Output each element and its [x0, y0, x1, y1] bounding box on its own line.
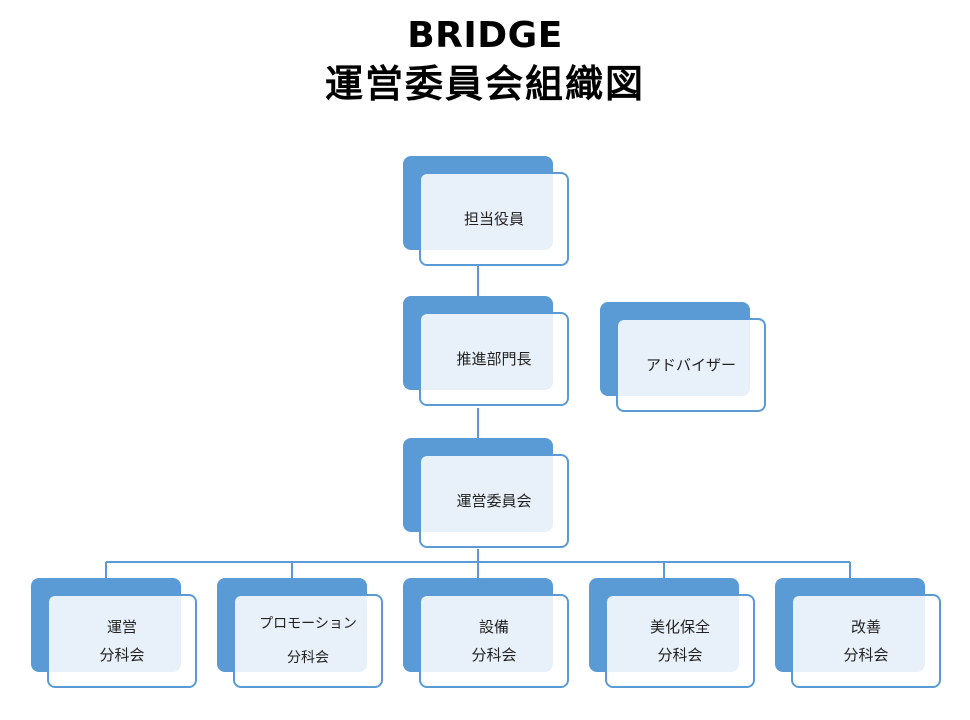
node-box: プロモーション 分科会 — [233, 594, 383, 688]
node-box: 担当役員 — [419, 172, 569, 266]
node-label-line2: 分科会 — [843, 646, 889, 664]
node-label-line1: 美化保全 — [649, 618, 710, 636]
node-box: 推進部門長 — [419, 312, 569, 406]
node-box: 運営委員会 — [419, 454, 569, 548]
node-box: 美化保全 分科会 — [605, 594, 755, 688]
node-box: 運営 分科会 — [47, 594, 197, 688]
node-label-line2: 分科会 — [657, 646, 703, 664]
node-box: 設備 分科会 — [419, 594, 569, 688]
node-box: 改善 分科会 — [791, 594, 941, 688]
node-label-line1: 設備 — [478, 618, 509, 636]
node-label-line2: 分科会 — [471, 646, 517, 664]
node-label: 担当役員 — [463, 210, 524, 228]
chart-title-line1: BRIDGE — [407, 15, 563, 56]
node-label: 運営委員会 — [456, 492, 532, 510]
node-label: アドバイザー — [645, 356, 736, 374]
node-label: 推進部門長 — [456, 350, 532, 368]
node-label-line1: 運営 — [106, 618, 137, 636]
node-label-line1: プロモーション — [259, 616, 357, 632]
node-box: アドバイザー — [616, 318, 766, 412]
chart-title-line2: 運営委員会組織図 — [324, 62, 645, 106]
node-label-line2: 分科会 — [99, 646, 145, 664]
node-label-line2: 分科会 — [287, 650, 329, 666]
node-label-line1: 改善 — [850, 618, 881, 636]
